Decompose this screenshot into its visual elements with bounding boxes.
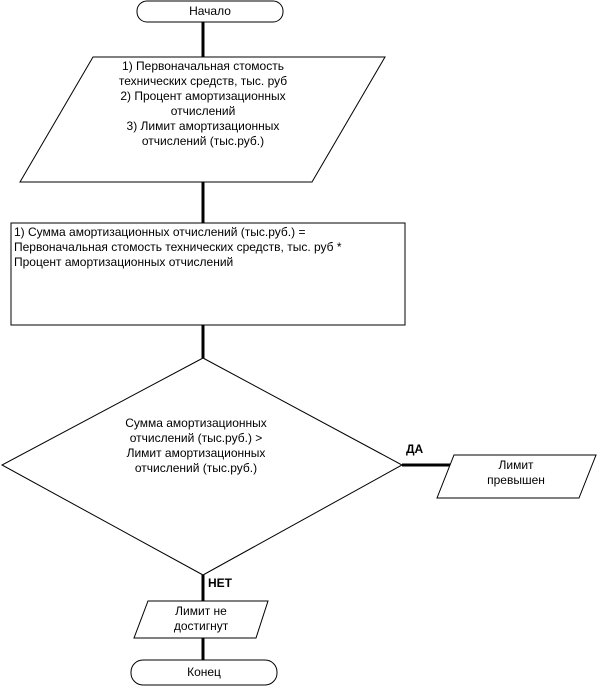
decision-text: Сумма амортизационных отчислений (тыс.ру… xyxy=(96,416,296,476)
output-yes-line-2: превышен xyxy=(487,473,545,487)
process-text: 1) Сумма амортизационных отчислений (тыс… xyxy=(14,225,402,270)
input-line-3: 2) Процент амортизационных xyxy=(120,89,286,103)
input-parallelogram xyxy=(19,56,386,183)
no-label: НЕТ xyxy=(208,576,232,590)
decision-line-3: Лимит амортизационных xyxy=(126,446,266,460)
process-line-2: Первоначальная стомость технических сред… xyxy=(14,240,342,254)
input-line-4: отчислений xyxy=(170,104,236,118)
output-yes-line-1: Лимит xyxy=(498,458,534,472)
decision-line-2: отчислений (тыс.руб.) > xyxy=(129,431,263,445)
process-line-3: Процент амортизационных отчислений xyxy=(14,255,234,269)
process-box xyxy=(10,222,406,326)
end-terminator xyxy=(130,659,278,686)
input-line-6: отчислений (тыс.руб.) xyxy=(141,134,265,148)
start-label: Начало xyxy=(189,4,231,18)
output-yes-text: Лимит превышен xyxy=(460,458,572,488)
start-terminator xyxy=(136,0,284,23)
decision-line-1: Сумма амортизационных xyxy=(125,416,267,430)
decision-diamond xyxy=(0,357,404,576)
output-no-line-1: Лимит не xyxy=(175,604,227,618)
yes-label: ДА xyxy=(406,442,424,456)
output-no-text: Лимит не достигнут xyxy=(146,604,256,634)
process-line-1: 1) Сумма амортизационных отчислений (тыс… xyxy=(14,225,306,239)
decision-line-4: отчислений (тыс.руб.) xyxy=(134,461,258,475)
input-text: 1) Первоначальная стомость технических с… xyxy=(83,59,323,149)
output-yes-parallelogram xyxy=(436,454,597,499)
output-no-parallelogram xyxy=(133,600,269,639)
output-no-line-2: достигнут xyxy=(173,619,229,633)
input-line-1: 1) Первоначальная стомость xyxy=(122,59,284,73)
end-label: Конец xyxy=(187,665,221,679)
input-line-5: 3) Лимит амортизационных xyxy=(126,119,280,133)
input-line-2: технических средств, тыс. руб xyxy=(118,74,288,88)
